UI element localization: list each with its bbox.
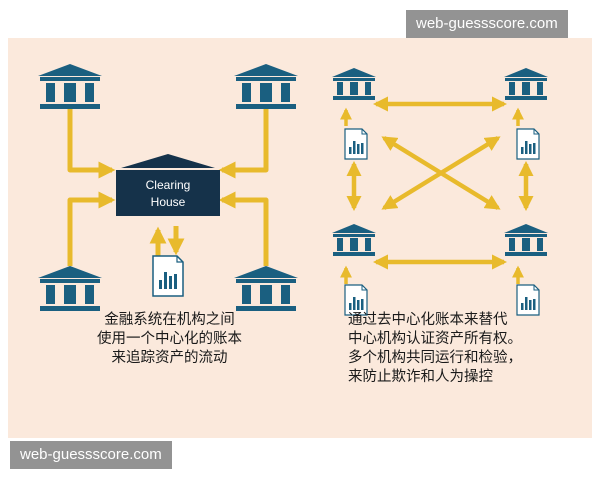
caption-line: 中心机构认证资产所有权。 — [348, 331, 522, 347]
arrow-icon — [218, 106, 269, 179]
arrow-icon — [381, 136, 501, 210]
hub-label-line-2: House — [151, 195, 186, 209]
watermark-bottom: web-guessscore.com — [10, 441, 172, 469]
caption-line: 来防止欺诈和人为操控 — [348, 369, 493, 385]
centralized-caption: 金融系统在机构之间 使用一个中心化的账本 来追踪资产的流动 — [97, 311, 242, 368]
watermark-top: web-guessscore.com — [406, 10, 568, 38]
arrow-icon — [67, 106, 116, 179]
caption-line: 多个机构共同运行和检验， — [348, 350, 522, 366]
centralized-network: Clearing House — [38, 64, 298, 311]
decentralized-caption: 通过去中心化账本来替代 中心机构认证资产所有权。 多个机构共同运行和检验， 来防… — [348, 311, 522, 387]
ledger-comparison-diagram: Clearing House — [38, 64, 548, 316]
caption-line: 通过去中心化账本来替代 — [348, 312, 508, 328]
bank-icon — [234, 266, 298, 311]
bank-icon — [234, 64, 298, 109]
arrow-icon — [67, 191, 116, 266]
bank-icon — [332, 224, 376, 256]
decentralized-network — [332, 68, 548, 316]
infographic-panel: Clearing House — [8, 38, 592, 438]
ledger-document-icon — [344, 128, 368, 160]
arrow-icon — [218, 191, 269, 266]
ledger-document-icon — [152, 255, 184, 297]
ledger-document-icon — [516, 128, 540, 160]
bank-icon — [504, 224, 548, 256]
bank-icon — [504, 68, 548, 100]
clearing-house-icon: Clearing House — [116, 154, 220, 216]
bank-icon — [332, 68, 376, 100]
caption-line: 来追踪资产的流动 — [111, 350, 228, 366]
hub-label-line-1: Clearing — [146, 178, 191, 192]
bank-icon — [38, 64, 102, 109]
caption-line: 使用一个中心化的账本 — [97, 331, 242, 347]
bank-icon — [38, 266, 102, 311]
caption-line: 金融系统在机构之间 — [104, 312, 235, 328]
